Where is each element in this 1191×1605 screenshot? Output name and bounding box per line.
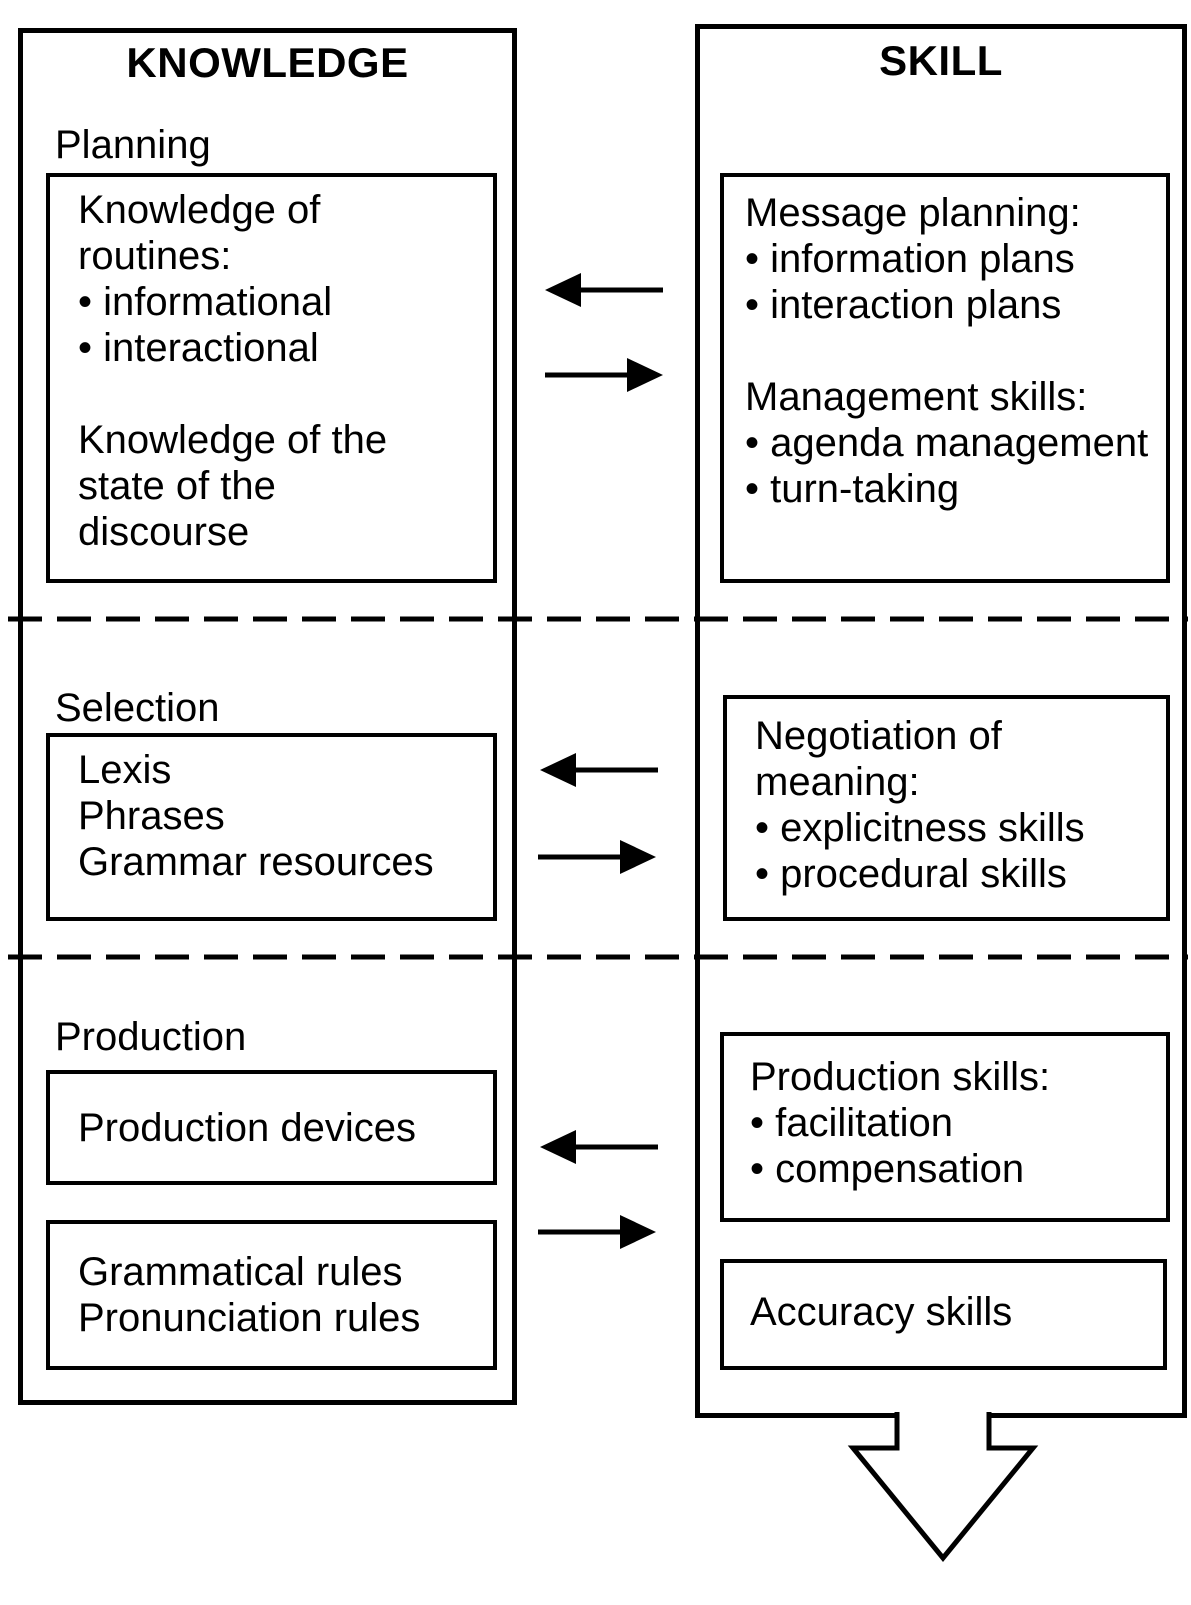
section-divider-dashed-line-1: [8, 616, 1188, 622]
production-skills-box: [720, 1032, 1170, 1222]
text-line: • explicitness skills: [755, 806, 1085, 850]
section-label-production: Production: [55, 1015, 247, 1059]
text-line: [745, 328, 1148, 374]
text-line: • agenda management: [745, 421, 1149, 465]
text-line: Grammatical rules: [78, 1250, 403, 1294]
text-line: • compensation: [750, 1147, 1025, 1191]
text-line: Management skills:: [745, 375, 1088, 419]
text-line: Phrases: [78, 794, 225, 838]
planning-skill-to-knowledge-arrow-icon: [545, 273, 663, 307]
text-line: Knowledge of: [78, 188, 321, 232]
production-skill-to-knowledge-arrow-icon: [540, 1130, 658, 1164]
message-planning-text: Message planning:• information plans• in…: [745, 190, 1148, 512]
selection-skill-to-knowledge-arrow-icon: [540, 753, 658, 787]
text-line: • turn-taking: [745, 467, 960, 511]
selection-knowledge-to-skill-arrow-icon: [538, 840, 656, 874]
text-line: • interactional: [78, 326, 319, 370]
production-skills-text: Production skills:• facilitation• compen…: [750, 1054, 1050, 1192]
text-line: state of the: [78, 464, 276, 508]
text-line: [78, 371, 387, 417]
text-line: Pronunciation rules: [78, 1296, 421, 1340]
text-line: • procedural skills: [755, 852, 1067, 896]
text-line: • interaction plans: [745, 283, 1062, 327]
production-knowledge-to-skill-arrow-icon: [538, 1215, 656, 1249]
knowledge-routines-box: [46, 173, 497, 583]
grammatical-rules-box: [46, 1220, 497, 1370]
text-line: Message planning:: [745, 191, 1081, 235]
negotiation-box: [723, 695, 1170, 921]
text-line: • informational: [78, 280, 333, 324]
section-label-selection: Selection: [55, 686, 220, 730]
text-line: meaning:: [755, 760, 920, 804]
skill-column-title: SKILL: [879, 37, 1003, 84]
text-line: • information plans: [745, 237, 1075, 281]
accuracy-skills-box: [720, 1259, 1167, 1370]
production-devices-text: Production devices: [78, 1105, 416, 1151]
text-line: Accuracy skills: [750, 1290, 1013, 1334]
text-line: Knowledge of the: [78, 418, 388, 462]
text-line: • facilitation: [750, 1101, 953, 1145]
accuracy-skills-text: Accuracy skills: [750, 1289, 1012, 1335]
production-devices-box: [46, 1070, 497, 1185]
message-planning-box: [720, 173, 1170, 583]
down-arrow-icon: [847, 1412, 1039, 1562]
text-line: Lexis: [78, 748, 172, 792]
text-line: Negotiation of: [755, 714, 1002, 758]
section-label-planning: Planning: [55, 123, 211, 167]
planning-knowledge-to-skill-arrow-icon: [545, 358, 663, 392]
text-line: discourse: [78, 510, 250, 554]
knowledge-column-title: KNOWLEDGE: [126, 39, 409, 86]
text-line: Production devices: [78, 1106, 416, 1150]
text-line: routines:: [78, 234, 232, 278]
selection-resources-box: [46, 733, 497, 921]
section-divider-dashed-line-2: [8, 954, 1188, 960]
text-line: Grammar resources: [78, 840, 434, 884]
text-line: Production skills:: [750, 1055, 1051, 1099]
